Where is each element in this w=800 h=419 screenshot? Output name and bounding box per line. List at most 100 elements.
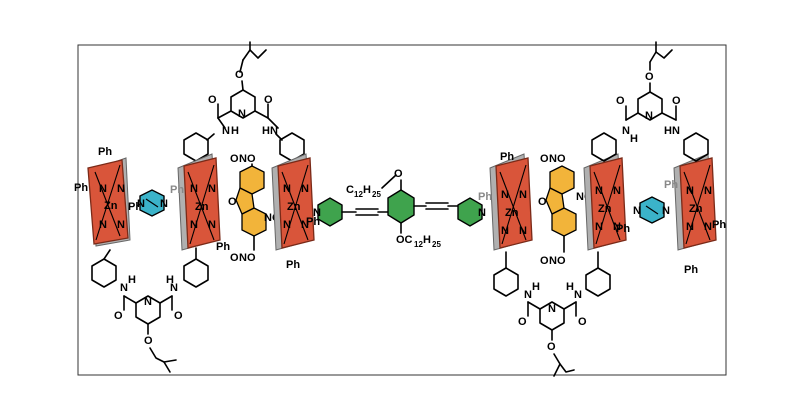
- right-bottom-phenyl-a: [493, 267, 519, 297]
- left-porphyrin-3-n3: N: [283, 219, 291, 231]
- right-bottom-amide-n-left: N: [524, 289, 532, 301]
- right-top-phenyl-a: [591, 132, 617, 162]
- right-bottom-ether-o: O: [547, 341, 556, 353]
- right-porphyrin-3-ph-right: Ph: [712, 219, 726, 231]
- right-top-amide-o-right: O: [672, 95, 681, 107]
- left-top-amide-n-right: N: [270, 125, 278, 137]
- left-fluorenone: O O NO NO 2 O NO: [228, 153, 288, 264]
- right-bottom-pyridine-n: N: [548, 303, 556, 315]
- oc12h25-bottom-oc: OC: [396, 234, 413, 246]
- left-porphyrin-2-n1: N: [190, 183, 198, 195]
- left-dabco: N N: [137, 189, 168, 217]
- c12h25-top-25: 25: [372, 190, 381, 199]
- left-pyridyl-ring: [317, 197, 343, 227]
- left-porphyrin-2-n4: N: [208, 219, 216, 231]
- right-pyridyl-n: N: [478, 207, 486, 219]
- right-dabco: N N: [633, 196, 670, 224]
- right-top-amide-h-left: H: [630, 133, 638, 145]
- left-top-amide-h-left: H: [231, 125, 239, 137]
- right-pyridyl-ring: [457, 197, 483, 227]
- left-top-pyridine-n: N: [238, 108, 246, 120]
- left-top-amide-o-right: O: [264, 94, 273, 106]
- left-bottom-amide-n-left: N: [120, 282, 128, 294]
- left-porphyrin-3-n1: N: [283, 183, 291, 195]
- left-bottom-pyridine-n: N: [144, 296, 152, 308]
- right-top-pyridine: [637, 91, 663, 121]
- right-porphyrin-2-zn: Zn: [598, 203, 612, 215]
- left-porphyrin-1-n3: N: [99, 219, 107, 231]
- right-porphyrin-1-zn: Zn: [505, 207, 519, 219]
- left-bottom-amide-o-right: O: [174, 310, 183, 322]
- right-fluorenone-no2-bottom-o: O: [540, 255, 549, 267]
- right-porphyrin-2-n3: N: [595, 221, 603, 233]
- right-bottom-amide-n-right: N: [574, 289, 582, 301]
- right-fluorenone-no2-bottom: NO: [549, 255, 566, 267]
- left-bottom-amide-h-right: H: [166, 274, 174, 286]
- right-porphyrin-3-n3: N: [686, 221, 694, 233]
- right-porphyrin-2-ph-right: Ph: [616, 223, 630, 235]
- left-porphyrin-1: Zn N N N N Ph Ph Ph: [74, 146, 142, 247]
- left-porphyrin-1-ph-top: Ph: [98, 146, 112, 158]
- left-porphyrin-1-n4: N: [117, 219, 125, 231]
- left-porphyrin-2-n3: N: [190, 219, 198, 231]
- left-bottom-phenyl-b: [183, 258, 209, 288]
- left-porphyrin-3-n2: N: [301, 183, 309, 195]
- c12h25-top-12: 12: [354, 190, 363, 199]
- right-porphyrin-3-zn: Zn: [689, 203, 703, 215]
- right-top-amide-n-left: N: [622, 125, 630, 137]
- right-top-isobutyl: [649, 49, 673, 63]
- left-fluorenone-no2-top: NO: [239, 153, 256, 165]
- right-fluorenone-no2-top-o: O: [540, 153, 549, 165]
- left-porphyrin-2-ph-back: Ph: [170, 184, 184, 196]
- oc12h25-bottom-12: 12: [414, 240, 423, 249]
- central-linker: N O C 12 H 25 OC 12 H 25 N: [313, 168, 486, 249]
- right-porphyrin-2-n4: N: [613, 221, 621, 233]
- right-porphyrin-1-n3: N: [501, 225, 509, 237]
- left-bottom-amide-o-left: O: [114, 310, 123, 322]
- right-bottom-amide-o-left: O: [518, 316, 527, 328]
- left-porphyrin-2-zn: Zn: [195, 201, 209, 213]
- right-porphyrin-3-ph-back: Ph: [664, 179, 678, 191]
- right-porphyrin-2: Zn N N N N Ph: [583, 153, 630, 251]
- left-fluorenone-o: O: [228, 196, 237, 208]
- right-top-pyridine-n: N: [645, 110, 653, 122]
- right-top-amide-h-right: H: [664, 125, 672, 137]
- left-porphyrin-2-n2: N: [208, 183, 216, 195]
- left-dabco-n1: N: [137, 198, 145, 210]
- left-fluorenone-no2-top-o: O: [230, 153, 239, 165]
- right-top-amide-n-right: N: [672, 125, 680, 137]
- left-bottom-ether-o: O: [144, 335, 153, 347]
- right-porphyrin-1-n2: N: [519, 189, 527, 201]
- left-porphyrin-1-ph-right: Ph: [128, 201, 142, 213]
- right-fluorenone-o: O: [538, 196, 547, 208]
- left-pyridyl-n: N: [313, 207, 321, 219]
- right-porphyrin-2-n1: N: [595, 185, 603, 197]
- right-fluorenone-no2-top: NO: [549, 153, 566, 165]
- right-bottom-amide-h-right: H: [566, 281, 574, 293]
- center-phenylene-ring: [387, 189, 415, 224]
- right-porphyrin-1: Zn N N N N Ph Ph: [478, 151, 533, 251]
- left-bottom-amide-n-right: N: [170, 282, 178, 294]
- left-porphyrin-3-ph-bottom: Ph: [286, 259, 300, 271]
- c12h25-top-c: C: [346, 184, 354, 196]
- right-porphyrin-1-ph-top: Ph: [500, 151, 514, 163]
- left-top-ether-o: O: [235, 69, 244, 81]
- left-top-amide-n-left: N: [222, 125, 230, 137]
- left-porphyrin-3-zn: Zn: [287, 201, 301, 213]
- left-porphyrin-1-n2: N: [117, 183, 125, 195]
- left-bottom-phenyl-a: [91, 258, 117, 288]
- right-bottom-amide-o-right: O: [578, 316, 587, 328]
- right-porphyrin-1-n4: N: [519, 225, 527, 237]
- right-porphyrin-3-n4: N: [704, 221, 712, 233]
- right-porphyrin-1-ph-back: Ph: [478, 191, 492, 203]
- right-dabco-n1: N: [633, 205, 641, 217]
- left-macrocycle: O N O O N H H N N O O N H N H O: [74, 41, 320, 373]
- left-porphyrin-3: Zn N N N N Ph Ph: [271, 153, 320, 271]
- left-fluorenone-no2-bottom-o: O: [230, 252, 239, 264]
- left-top-amide-h-right: H: [262, 125, 270, 137]
- left-porphyrin-3-n4: N: [301, 219, 309, 231]
- left-porphyrin-2: Zn N N N N Ph Ph: [170, 153, 230, 253]
- right-bottom-isobutyl: [553, 353, 575, 373]
- right-top-ether-o: O: [645, 71, 654, 83]
